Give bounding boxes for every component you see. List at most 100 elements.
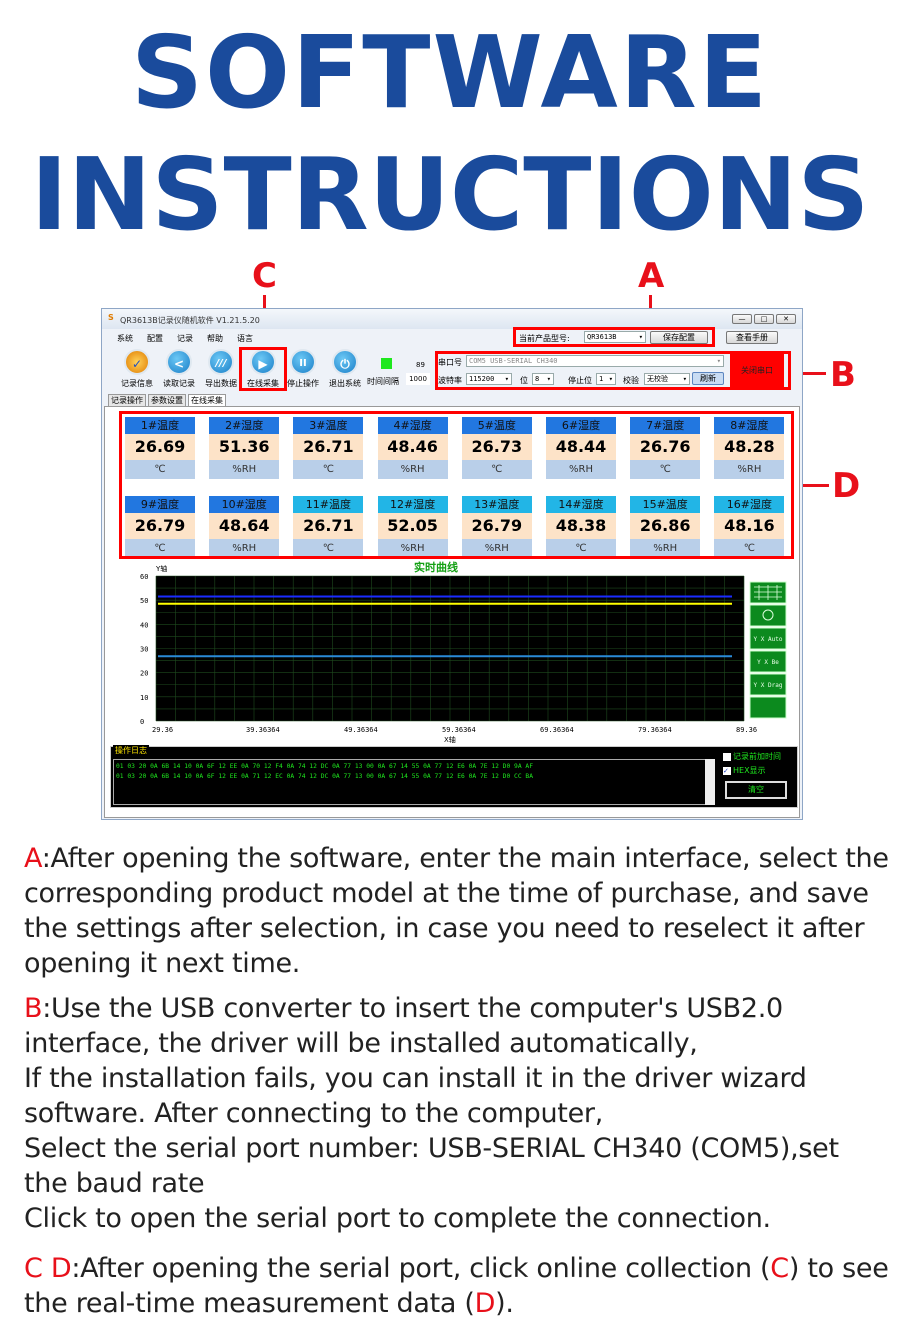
- sensor-name: 1#温度: [125, 417, 195, 434]
- maximize-button[interactable]: □: [754, 314, 774, 324]
- model-highlight-a: [513, 327, 715, 347]
- parity-label: 校验: [623, 376, 639, 385]
- title-bar: S QR3613B记录仪随机软件 V1.21.5.20 — □ ✕: [102, 309, 802, 329]
- toolbar-read-record[interactable]: <读取记录: [158, 349, 200, 389]
- add-time-checkbox[interactable]: 记录前加时间: [723, 751, 781, 762]
- text-cd-1: :After opening the serial port, click on…: [71, 1253, 771, 1284]
- online-collect-highlight-c: [239, 347, 287, 391]
- sensor-value: 26.73: [461, 434, 532, 460]
- zoom-icon: [762, 609, 774, 621]
- sensor-unit: ℃: [293, 460, 364, 479]
- chart-side-button[interactable]: [749, 673, 787, 696]
- interval-counter: 89: [416, 361, 425, 369]
- ref-d: D: [474, 1288, 496, 1319]
- y-tick-label: 60: [140, 573, 148, 581]
- log-scrollbar[interactable]: [705, 759, 715, 805]
- x-tick-label: 79.36364: [638, 726, 672, 734]
- hex-display-checkbox[interactable]: ✓HEX显示: [723, 765, 766, 776]
- callout-d-line: [793, 484, 829, 487]
- chart-side-button[interactable]: [749, 650, 787, 673]
- sensor-value: 48.44: [546, 434, 616, 460]
- parity-select[interactable]: 无校验: [644, 373, 690, 385]
- model-label: 当前产品型号:: [519, 334, 570, 343]
- sensor-unit: ℃: [125, 460, 195, 479]
- chart-side-button-label: Y X Be: [757, 659, 779, 666]
- chart-side-button[interactable]: [749, 627, 787, 650]
- y-axis-label: Y轴: [155, 564, 167, 573]
- chart-side-button[interactable]: [749, 604, 787, 627]
- close-port-button[interactable]: 关闭串口: [730, 354, 784, 388]
- refresh-button[interactable]: 刷新: [692, 372, 724, 385]
- interval-input[interactable]: 1000: [406, 373, 430, 385]
- menu-config[interactable]: 配置: [147, 334, 163, 343]
- text-b-1: :Use the USB converter to insert the com…: [24, 993, 783, 1059]
- stop-bits-select[interactable]: 1: [596, 373, 616, 385]
- sensor-name: 3#温度: [293, 417, 364, 434]
- x-tick-label: 89.36: [736, 726, 757, 734]
- sensor-name: 4#湿度: [377, 417, 448, 434]
- port-select[interactable]: COM5 USB-SERIAL CH340: [466, 355, 724, 367]
- sensor-name: 16#湿度: [714, 496, 785, 513]
- text-b-4: Click to open the serial port to complet…: [24, 1203, 771, 1234]
- sensor-unit: ℃: [714, 539, 785, 556]
- sensor-unit: ℃: [546, 539, 616, 556]
- toolbar-label: 读取记录: [163, 379, 195, 388]
- sensor-name: 15#温度: [630, 496, 701, 513]
- export-icon: ///: [208, 349, 234, 375]
- toolbar-label: 在线采集: [247, 379, 279, 388]
- sensor-name: 5#温度: [461, 417, 532, 434]
- view-manual-button[interactable]: 查看手册: [726, 331, 778, 344]
- toolbar-record-info[interactable]: ✓记录信息: [116, 349, 158, 389]
- save-config-button[interactable]: 保存配置: [650, 331, 708, 344]
- text-a: :After opening the software, enter the m…: [24, 843, 889, 979]
- menu-language[interactable]: 语言: [237, 334, 253, 343]
- y-tick-label: 30: [140, 646, 148, 654]
- x-tick-label: 39.36364: [246, 726, 280, 734]
- toolbar-online-collect[interactable]: ▶在线采集: [242, 349, 284, 389]
- minimize-button[interactable]: —: [732, 314, 752, 324]
- menu-bar: 系统 配置 记录 帮助 语言: [117, 333, 253, 344]
- sensor-name: 14#湿度: [546, 496, 616, 513]
- close-button[interactable]: ✕: [776, 314, 796, 324]
- menu-record[interactable]: 记录: [177, 334, 193, 343]
- model-select[interactable]: QR3613B: [584, 331, 646, 343]
- chart-side-button[interactable]: [749, 696, 787, 719]
- log-textarea[interactable]: 01 03 20 0A 6B 14 10 0A 6F 12 EE 0A 70 1…: [113, 759, 713, 805]
- sensor-value: 26.69: [125, 434, 195, 460]
- callout-a: A: [638, 256, 665, 296]
- log-title: 操作日志: [113, 745, 149, 756]
- toolbar-export-data[interactable]: ///导出数据: [200, 349, 242, 389]
- sensor-value: 26.79: [125, 513, 195, 539]
- menu-system[interactable]: 系统: [117, 334, 133, 343]
- sensor-name: 6#湿度: [546, 417, 616, 434]
- key-cd: C D: [24, 1253, 72, 1284]
- bits-select[interactable]: 8: [532, 373, 554, 385]
- operation-log: 操作日志 01 03 20 0A 6B 14 10 0A 6F 12 EE 0A…: [110, 745, 798, 808]
- baud-select[interactable]: 115200: [466, 373, 512, 385]
- power-icon: ⏻: [332, 349, 358, 375]
- sensor-unit: %RH: [377, 539, 448, 556]
- text-cd-3: ).: [495, 1288, 514, 1319]
- toolbar-exit[interactable]: ⏻ 退出系统: [324, 349, 366, 389]
- sensor-name: 11#温度: [293, 496, 364, 513]
- toolbar-label: 退出系统: [329, 379, 361, 388]
- sensor-name: 9#温度: [125, 496, 195, 513]
- sensor-value: 52.05: [377, 513, 448, 539]
- menu-help[interactable]: 帮助: [207, 334, 223, 343]
- pause-icon: II: [290, 349, 316, 375]
- serial-highlight-b: [435, 351, 791, 390]
- sensor-unit: ℃: [293, 539, 364, 556]
- sensor-value: 51.36: [209, 434, 280, 460]
- clear-log-button[interactable]: 清空: [725, 781, 787, 799]
- sensor-name: 8#湿度: [714, 417, 785, 434]
